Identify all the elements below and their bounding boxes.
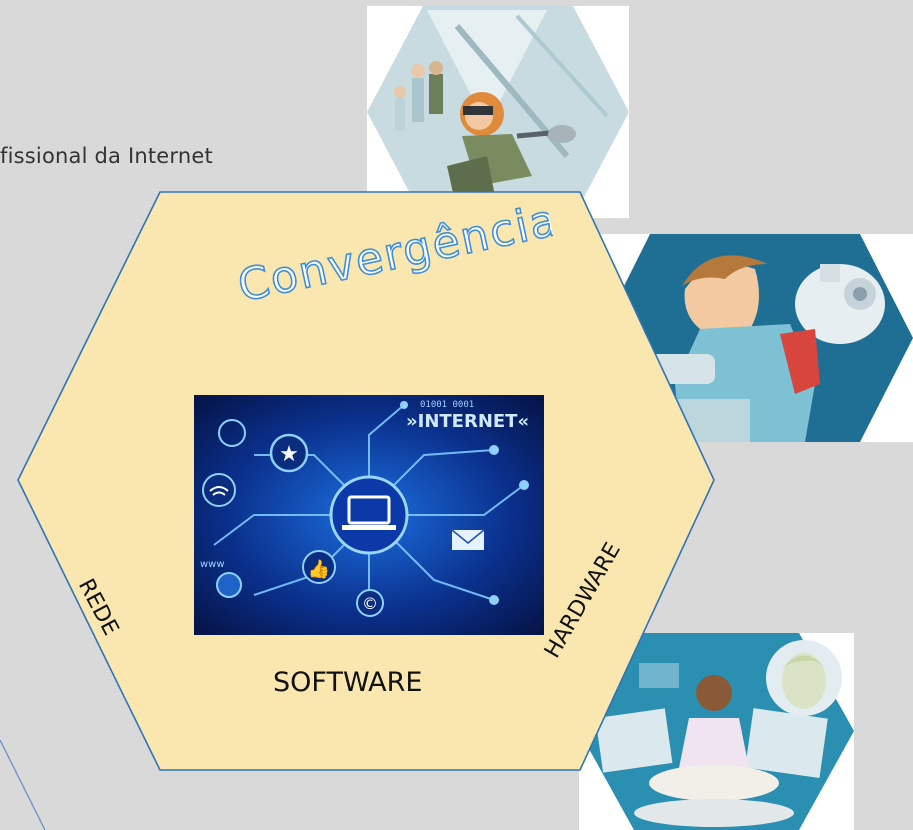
node-dot bbox=[519, 480, 529, 490]
illustration-welder-with-visitors bbox=[367, 6, 629, 218]
visitors-icon bbox=[394, 61, 443, 130]
laptop-icon bbox=[342, 495, 396, 530]
chat-icon bbox=[216, 572, 242, 598]
mail-icon bbox=[452, 530, 484, 550]
like-node bbox=[302, 550, 336, 584]
star-icon: ★ bbox=[279, 442, 299, 467]
www-label: www bbox=[200, 559, 225, 570]
slide-subtitle: fissional da Internet bbox=[0, 144, 213, 168]
engine-icon bbox=[795, 264, 885, 344]
search-icon bbox=[218, 419, 246, 447]
node-dot bbox=[489, 595, 499, 605]
internet-heading: »INTERNET« bbox=[406, 411, 529, 432]
wifi-node bbox=[202, 473, 236, 507]
binary-digits: 01001 0001 bbox=[420, 400, 474, 410]
star-node bbox=[269, 433, 309, 473]
woman-face-icon bbox=[766, 640, 842, 716]
illustration-meditating-man-screens bbox=[579, 633, 854, 830]
wifi-icon bbox=[209, 486, 229, 496]
node-dot bbox=[489, 445, 499, 455]
center-node bbox=[329, 475, 409, 555]
thumbs-up-icon: 👍 bbox=[308, 558, 330, 580]
meditating-man-icon bbox=[634, 675, 794, 827]
copyright-node bbox=[356, 589, 384, 617]
label-software: SOFTWARE bbox=[273, 667, 423, 698]
welder-icon bbox=[447, 92, 576, 211]
node-dot bbox=[400, 401, 408, 409]
screens-icon bbox=[595, 663, 828, 778]
internet-network-image: ★ 👍 © »INTERNET« 01001 0001 www bbox=[194, 395, 544, 635]
copyright-icon: © bbox=[362, 594, 378, 613]
circuit-lines bbox=[213, 404, 525, 601]
